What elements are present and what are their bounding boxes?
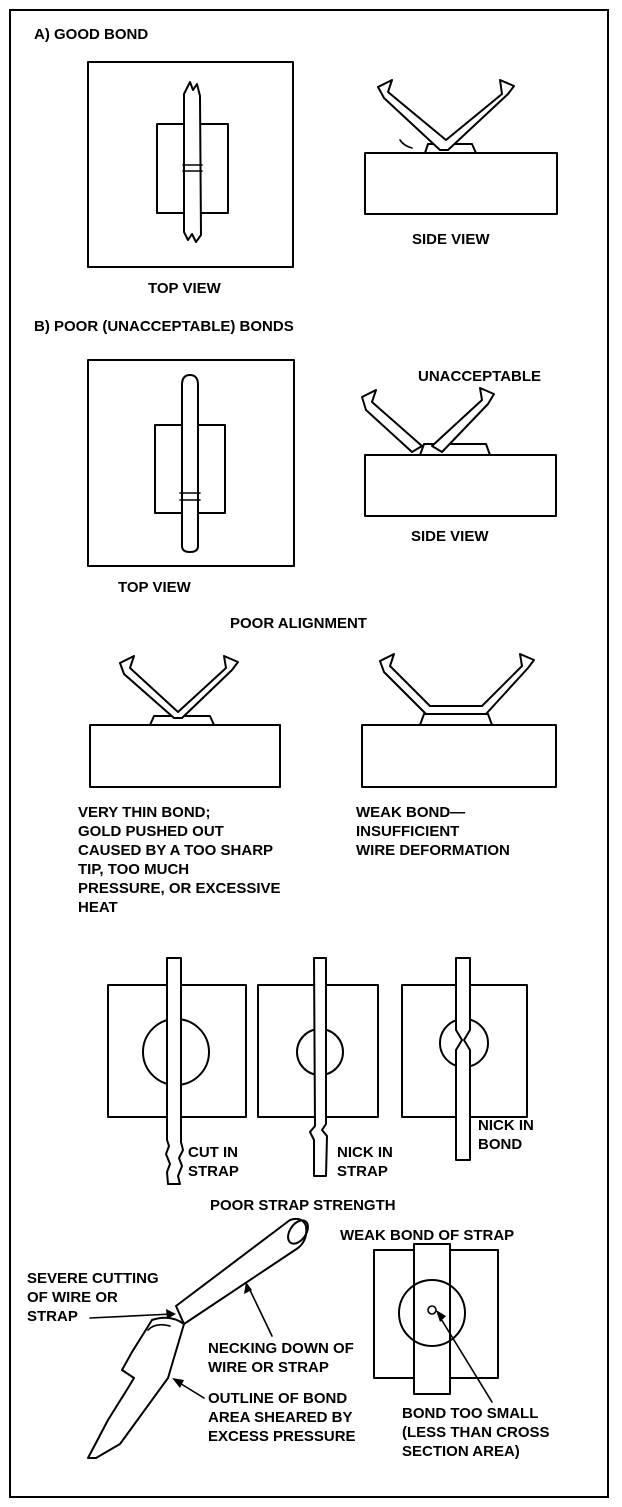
good-top-substrate bbox=[87, 61, 294, 268]
nick-strap-label-2: STRAP bbox=[337, 1163, 388, 1180]
cut-wire-lower bbox=[87, 1316, 185, 1459]
poor-bond-side-view bbox=[361, 387, 557, 517]
severe-cutting-arrowhead bbox=[166, 1309, 176, 1319]
good-top-view-label: TOP VIEW bbox=[148, 280, 222, 297]
cut-wire-end bbox=[287, 1219, 309, 1245]
severe-cutting-line-1: SEVERE CUTTING bbox=[27, 1270, 159, 1287]
outline-line-3: EXCESS PRESSURE bbox=[208, 1428, 356, 1445]
poor-side-wire-right bbox=[431, 387, 495, 453]
weak-bond-substrate bbox=[361, 724, 557, 788]
outline-arrowhead bbox=[172, 1378, 184, 1388]
severe-cutting-line-2: OF WIRE OR bbox=[27, 1289, 118, 1306]
bond-too-small-line-2: (LESS THAN CROSS bbox=[402, 1424, 550, 1441]
necking-caption: NECKING DOWN OF WIRE OR STRAP bbox=[208, 1340, 354, 1376]
good-bond-heading: A) GOOD BOND bbox=[34, 26, 148, 43]
nick-bond-view bbox=[401, 957, 528, 1161]
poor-side-view-label: SIDE VIEW bbox=[411, 528, 489, 545]
weak-strap-bond-circle bbox=[398, 1279, 466, 1347]
weak-bond-pad bbox=[419, 713, 493, 726]
necking-line-1: NECKING DOWN OF bbox=[208, 1340, 354, 1357]
poor-bond-top-view bbox=[87, 359, 295, 567]
bond-too-small-arrow bbox=[437, 1313, 493, 1403]
nick-strap-label-1: NICK IN bbox=[337, 1144, 393, 1161]
weak-bond-caption-line-1: WEAK BOND— bbox=[356, 804, 465, 821]
outline-line-2: AREA SHEARED BY bbox=[208, 1409, 352, 1426]
thin-bond-caption-line-3: CAUSED BY A TOO SHARP bbox=[78, 842, 273, 859]
nick-bond-label-1: NICK IN bbox=[478, 1117, 534, 1134]
severe-cutting-caption: SEVERE CUTTING OF WIRE OR STRAP bbox=[27, 1270, 159, 1325]
thin-bond-caption-line-1: VERY THIN BOND; bbox=[78, 804, 211, 821]
poor-side-bond bbox=[419, 443, 491, 456]
bond-too-small-line-3: SECTION AREA) bbox=[402, 1443, 520, 1460]
thin-bond-side-view bbox=[89, 655, 281, 788]
nick-bond-label-2: BOND bbox=[478, 1136, 522, 1153]
outline-caption: OUTLINE OF BOND AREA SHEARED BY EXCESS P… bbox=[208, 1390, 356, 1445]
weak-bond-caption-line-3: WIRE DEFORMATION bbox=[356, 842, 510, 859]
unacceptable-label: UNACCEPTABLE bbox=[418, 368, 541, 385]
weak-bond-wire bbox=[379, 653, 535, 715]
poor-strap-strength-caption: POOR STRAP STRENGTH bbox=[210, 1197, 396, 1214]
good-bond-top-view bbox=[87, 61, 294, 268]
bond-too-small-arrowhead bbox=[436, 1310, 446, 1322]
necking-line-2: WIRE OR STRAP bbox=[208, 1359, 329, 1376]
poor-bonds-heading: B) POOR (UNACCEPTABLE) BONDS bbox=[34, 318, 294, 335]
cut-strap-wire bbox=[165, 957, 184, 1185]
outline-arrow bbox=[177, 1381, 205, 1399]
nick-strap-wire bbox=[309, 957, 328, 1177]
good-side-substrate bbox=[364, 152, 558, 215]
cut-wire-notch bbox=[147, 1323, 171, 1331]
diagram-frame bbox=[9, 9, 609, 1498]
weak-strap-heading: WEAK BOND OF STRAP bbox=[340, 1227, 514, 1244]
bond-too-small-line-1: BOND TOO SMALL bbox=[402, 1405, 538, 1422]
thin-bond-caption-line-6: HEAT bbox=[78, 899, 118, 916]
thin-bond-wire bbox=[119, 655, 239, 719]
good-side-mark bbox=[399, 139, 413, 149]
severe-cutting-line-3: STRAP bbox=[27, 1308, 78, 1325]
good-top-wire bbox=[183, 81, 202, 243]
poor-side-wire-left bbox=[361, 389, 423, 453]
outline-line-1: OUTLINE OF BOND bbox=[208, 1390, 347, 1407]
severe-cutting-arrow bbox=[89, 1313, 173, 1319]
weak-bond-caption: WEAK BOND— INSUFFICIENT WIRE DEFORMATION bbox=[356, 804, 510, 859]
weak-strap-caption: BOND TOO SMALL (LESS THAN CROSS SECTION … bbox=[402, 1405, 550, 1460]
poor-alignment-caption: POOR ALIGNMENT bbox=[230, 615, 367, 632]
nick-bond-wire bbox=[455, 957, 471, 1161]
cut-strap-label-2: STRAP bbox=[188, 1163, 239, 1180]
poor-top-wire bbox=[181, 374, 199, 553]
weak-bond-side-view bbox=[361, 653, 557, 788]
necking-arrow bbox=[247, 1285, 273, 1337]
good-bond-side-view bbox=[364, 79, 558, 215]
poor-side-substrate bbox=[364, 454, 557, 517]
thin-bond-caption-line-4: TIP, TOO MUCH bbox=[78, 861, 189, 878]
necking-arrowhead bbox=[244, 1282, 252, 1294]
cut-wire-upper bbox=[175, 1217, 308, 1325]
weak-strap-view bbox=[373, 1243, 499, 1395]
nick-strap-view bbox=[257, 957, 379, 1177]
poor-top-view-label: TOP VIEW bbox=[118, 579, 192, 596]
thin-bond-caption-line-2: GOLD PUSHED OUT bbox=[78, 823, 224, 840]
poor-top-substrate bbox=[87, 359, 295, 567]
thin-bond-caption: VERY THIN BOND; GOLD PUSHED OUT CAUSED B… bbox=[78, 804, 281, 916]
severe-cutting-view bbox=[87, 1217, 309, 1459]
cut-strap-view bbox=[107, 957, 247, 1185]
cut-strap-label-1: CUT IN bbox=[188, 1144, 238, 1161]
good-side-view-label: SIDE VIEW bbox=[412, 231, 490, 248]
thin-bond-substrate bbox=[89, 724, 281, 788]
thin-bond-caption-line-5: PRESSURE, OR EXCESSIVE bbox=[78, 880, 281, 897]
weak-strap-wire bbox=[413, 1243, 451, 1395]
good-side-wire bbox=[377, 79, 515, 151]
weak-bond-caption-line-2: INSUFFICIENT bbox=[356, 823, 459, 840]
